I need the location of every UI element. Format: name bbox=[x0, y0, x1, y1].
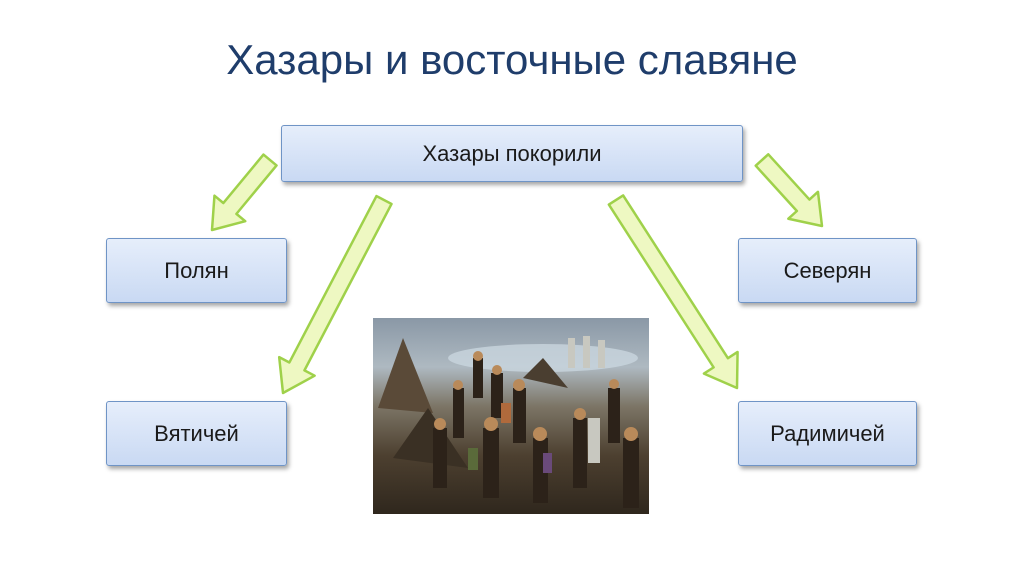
arrow-to-vyatichey bbox=[277, 194, 393, 395]
node-polyan: Полян bbox=[106, 238, 287, 303]
arrow-to-polyan bbox=[210, 153, 278, 232]
node-radimichey: Радимичей bbox=[738, 401, 917, 466]
arrow-to-severyan bbox=[754, 153, 824, 228]
slide-title: Хазары и восточные славяне bbox=[226, 36, 798, 83]
node-vyatichey: Вятичей bbox=[106, 401, 287, 466]
historical-painting bbox=[373, 318, 649, 514]
node-severyan: Северян bbox=[738, 238, 917, 303]
painting-illustration bbox=[378, 336, 639, 508]
arrow-to-radimichey bbox=[607, 194, 739, 390]
node-khazars-conquered: Хазары покорили bbox=[281, 125, 743, 182]
